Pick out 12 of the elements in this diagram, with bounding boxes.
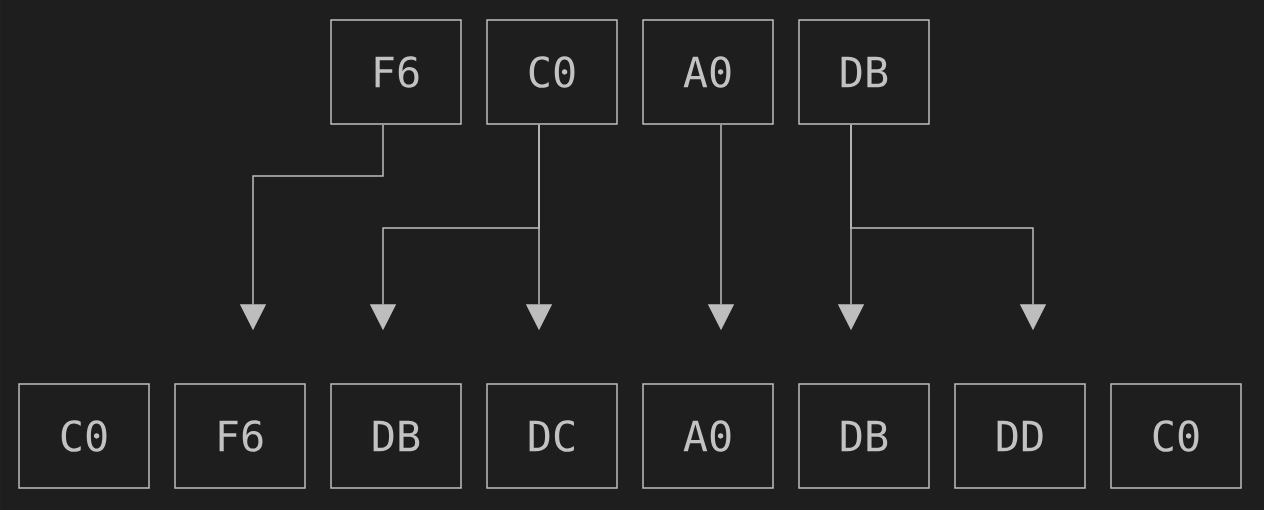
byte-box: A0 — [642, 19, 774, 125]
byte-box: C0 — [1110, 383, 1242, 489]
byte-box: C0 — [18, 383, 150, 489]
byte-box: DD — [954, 383, 1086, 489]
byte-box: DC — [486, 383, 618, 489]
byte-box: F6 — [174, 383, 306, 489]
byte-box: DB — [798, 19, 930, 125]
byte-box: DB — [330, 383, 462, 489]
byte-box: DB — [798, 383, 930, 489]
byte-box: F6 — [330, 19, 462, 125]
byte-box: A0 — [642, 383, 774, 489]
byte-box: C0 — [486, 19, 618, 125]
